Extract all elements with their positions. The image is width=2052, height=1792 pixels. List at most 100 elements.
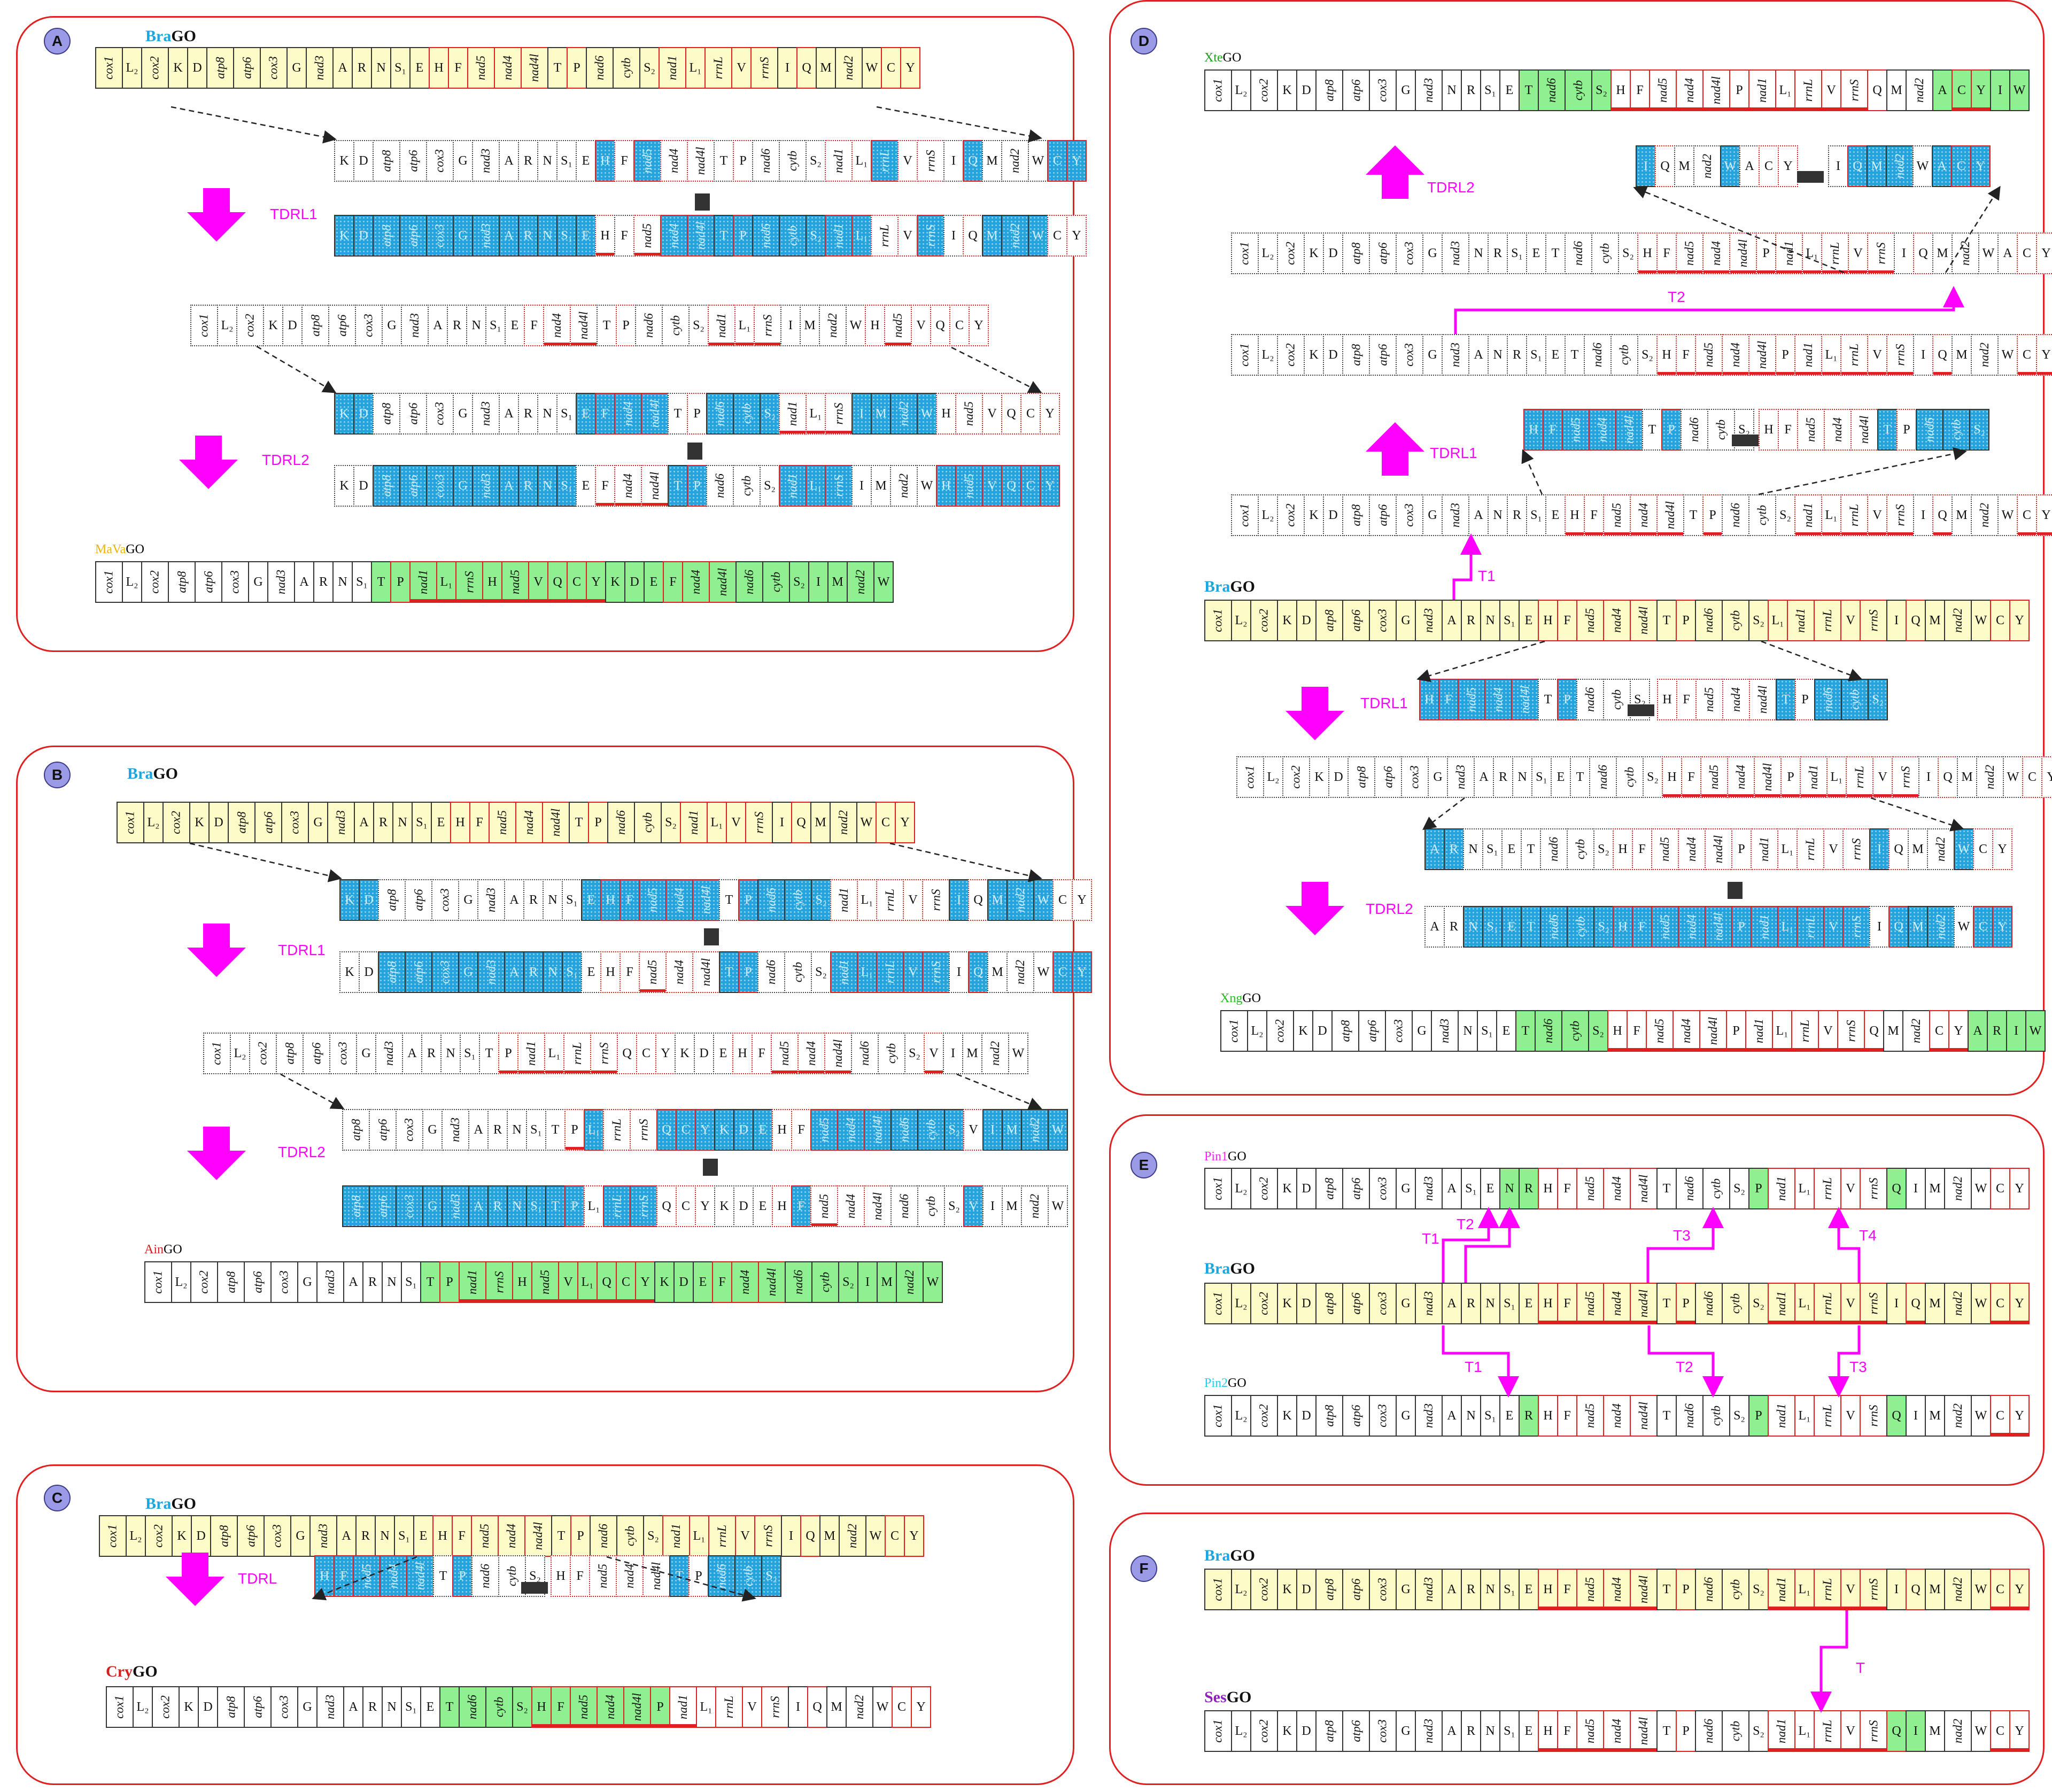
gene-label: A bbox=[504, 478, 514, 493]
gene-label: A bbox=[1745, 159, 1754, 173]
gene-label: R bbox=[368, 1700, 377, 1714]
gene-cell: cox2 bbox=[1277, 494, 1305, 536]
gene-cell: S₁ bbox=[1499, 1710, 1520, 1752]
gene-label: M bbox=[1891, 83, 1902, 97]
gene-cell: D bbox=[359, 879, 379, 921]
gene-label: A bbox=[299, 575, 309, 589]
gene-cell: nad3 bbox=[1415, 1395, 1443, 1437]
gene-cell: Y bbox=[586, 561, 606, 603]
gene-cell: F bbox=[524, 305, 544, 346]
gene-label: G bbox=[1417, 1023, 1427, 1038]
gene-cell: G bbox=[453, 465, 473, 507]
gene-cell: S₂ bbox=[789, 561, 809, 603]
gene-cell: nad4 bbox=[1672, 1010, 1700, 1052]
gene-cell: nad3 bbox=[1415, 1569, 1443, 1610]
gene-cell: C bbox=[636, 1033, 656, 1074]
gene-cell: A bbox=[1442, 1569, 1462, 1610]
gene-label: rrnL bbox=[1803, 915, 1817, 938]
gene-cell: W bbox=[923, 1261, 943, 1303]
gene-cell: atp8 bbox=[373, 393, 400, 435]
gene-label: K bbox=[1282, 1408, 1292, 1423]
gene-label: L₂ bbox=[1235, 1296, 1248, 1310]
gene-cell: N bbox=[1480, 1710, 1500, 1752]
gene-label: atp6 bbox=[1365, 1020, 1379, 1042]
gene-label: Q bbox=[622, 1046, 632, 1060]
gene-label: E bbox=[582, 228, 590, 243]
gene-cell: atp8 bbox=[1315, 1168, 1343, 1209]
gene-label: P bbox=[1682, 1296, 1690, 1310]
gene-cell: nad2 bbox=[890, 393, 918, 435]
gene-label: H bbox=[487, 575, 497, 589]
gene-cell: nad6 bbox=[757, 951, 785, 993]
gene-cell: S₁ bbox=[390, 47, 411, 89]
gene-cell: nad4 bbox=[1824, 409, 1852, 451]
gene-label: nad2 bbox=[903, 1270, 916, 1294]
gene-cell: M bbox=[982, 215, 1002, 257]
gene-cell: A bbox=[1932, 69, 1953, 111]
gene-label: S₂ bbox=[1779, 508, 1791, 522]
gene-label: atp8 bbox=[174, 571, 188, 593]
gene-label: atp8 bbox=[308, 314, 322, 337]
gene-cell: nad4 bbox=[660, 140, 688, 182]
gene-label: L₂ bbox=[1261, 508, 1274, 522]
gene-label: nad4l bbox=[1712, 912, 1725, 941]
gene-label: K bbox=[268, 318, 278, 332]
gene-label: R bbox=[1493, 246, 1502, 260]
gene-cell: G bbox=[1396, 69, 1416, 111]
gene-cell: R bbox=[1987, 1010, 2007, 1052]
gene-label: rrnS bbox=[492, 1271, 506, 1293]
gene-label: nad6 bbox=[614, 810, 628, 835]
gene-label: cox2 bbox=[197, 1270, 211, 1294]
gene-cell: R bbox=[1461, 1283, 1481, 1324]
gene-cell: nad2 bbox=[1001, 215, 1029, 257]
gene-label: W bbox=[1916, 159, 1929, 173]
gene-cell: W bbox=[1048, 1109, 1068, 1151]
gene-cell: cox3 bbox=[426, 140, 454, 182]
gene-cell: T bbox=[668, 465, 688, 507]
gene-label: nad2 bbox=[842, 56, 855, 80]
label-suffix: GO bbox=[1230, 578, 1255, 595]
gene-label: L₂ bbox=[1251, 1023, 1264, 1038]
gene-cell: C bbox=[1047, 215, 1067, 257]
gene-cell: nad1 bbox=[409, 561, 437, 603]
gene-cell: atp8 bbox=[1315, 1283, 1343, 1324]
gene-label: V bbox=[987, 478, 997, 493]
label-c-crygome: CryGO bbox=[106, 1663, 158, 1680]
gene-cell: nad1 bbox=[669, 1686, 697, 1728]
gene-label: L₁ bbox=[1798, 1408, 1811, 1423]
gene-label: F bbox=[1563, 1408, 1571, 1423]
gene-label: G bbox=[428, 1122, 437, 1137]
gene-cell: nad3 bbox=[401, 305, 429, 346]
gene-cell: A bbox=[1442, 1283, 1462, 1324]
gene-label: K bbox=[1282, 1181, 1292, 1196]
gene-cell: cox1 bbox=[95, 561, 123, 603]
gene-label: nad6 bbox=[764, 960, 778, 984]
gene-label: nad4 bbox=[505, 1524, 518, 1548]
gene-label: nad6 bbox=[478, 1564, 492, 1588]
gene-cell: P bbox=[1702, 494, 1723, 536]
gene-label: rrnS bbox=[1874, 242, 1887, 265]
gene-label: Y bbox=[974, 318, 984, 332]
gene-cell: F bbox=[1557, 1395, 1577, 1437]
gene-label: nad3 bbox=[382, 1041, 396, 1066]
gene-label: cox3 bbox=[266, 56, 280, 80]
gene-label: E bbox=[719, 1046, 727, 1060]
gene-cell: D bbox=[1296, 1283, 1317, 1324]
gene-label: rrnL bbox=[609, 1118, 623, 1142]
gene-cell: rrnL bbox=[1794, 69, 1822, 111]
gene-label: nad5 bbox=[1465, 687, 1478, 712]
gene-label: S₂ bbox=[815, 965, 827, 979]
gene-label: H bbox=[1613, 1023, 1622, 1038]
gene-cell: L₁ bbox=[1794, 1168, 1815, 1209]
gene-label: L₁ bbox=[587, 1199, 600, 1213]
gene-label: H bbox=[455, 815, 465, 829]
gene-cell: Y bbox=[635, 1261, 655, 1303]
gene-label: nad6 bbox=[897, 1118, 911, 1142]
gene-label: rrnS bbox=[1867, 1578, 1880, 1601]
gene-cell: R bbox=[523, 879, 544, 921]
gene-cell: S₂ bbox=[688, 305, 709, 346]
gene-label: nad4l bbox=[1709, 76, 1723, 105]
